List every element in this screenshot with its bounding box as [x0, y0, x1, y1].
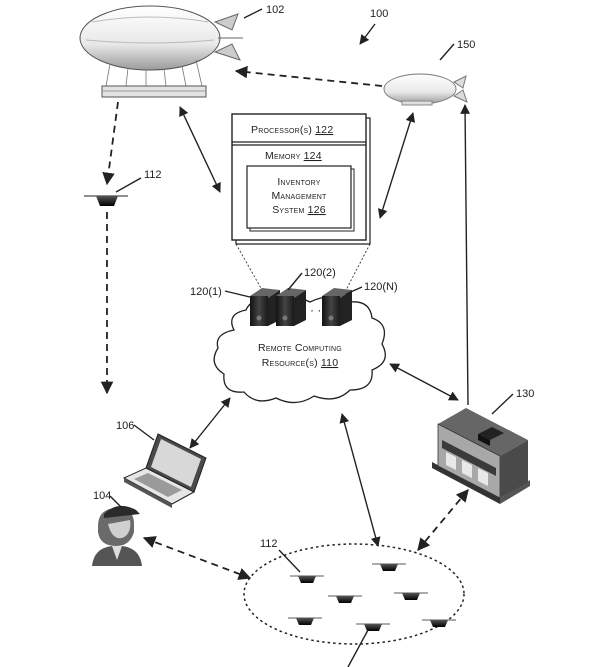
figure-ref-label: 100 — [370, 8, 388, 20]
ims-label-line3: System 126 — [272, 204, 326, 216]
airship-small-icon — [383, 73, 468, 106]
server-2-leader — [287, 272, 303, 291]
cloud-to-building-arrow — [389, 363, 459, 401]
server-icon-2 — [276, 288, 306, 326]
small-to-main-airship-arrow — [234, 65, 383, 87]
item-icon — [290, 575, 324, 583]
item-group-label: 112 — [260, 538, 278, 550]
item-icon — [328, 595, 362, 603]
server-2-label: 120(2) — [304, 267, 336, 279]
item-icon — [356, 623, 390, 631]
server-1-label: 120(1) — [190, 286, 222, 298]
ims-label-line2: Management — [271, 190, 327, 202]
laptop-label: 106 — [116, 420, 134, 432]
item-icon — [372, 563, 406, 571]
figure-ref-arrow — [359, 23, 376, 45]
airship-small-label: 150 — [457, 39, 475, 51]
laptop-icon — [122, 433, 207, 508]
cloud-label-line1: Remote Computing — [258, 342, 342, 354]
airship-small-to-system-arrow — [377, 112, 416, 219]
airship-main-leader — [243, 8, 263, 19]
processor-label: Processor(s) 122 — [251, 124, 333, 136]
server-n-label: 120(N) — [364, 281, 398, 293]
airship-main-label: 102 — [266, 4, 284, 16]
item-group-area — [243, 543, 465, 645]
server-icon-n — [322, 288, 352, 326]
building-label: 130 — [516, 388, 534, 400]
item-group-leader — [278, 549, 301, 573]
server-1-leader — [224, 290, 255, 299]
airship-main-icon — [79, 5, 243, 98]
item-icon — [288, 617, 322, 625]
memory-label: Memory 124 — [265, 150, 322, 162]
building-to-items-arrow — [417, 489, 469, 551]
item-single-leader — [115, 177, 142, 193]
cloud-label-line2: Resource(s) 110 — [262, 357, 339, 369]
ims-label-line1: Inventory — [277, 176, 320, 188]
building-icon — [432, 408, 530, 504]
server-icon-1 — [250, 288, 280, 326]
building-to-airship-arrow — [460, 104, 470, 406]
server-n-leader — [345, 286, 363, 295]
user-icon — [92, 505, 142, 566]
item-icon — [422, 619, 456, 627]
airship-to-item-arrow — [102, 101, 119, 186]
box-projection-lines — [235, 243, 371, 291]
item-single-label: 112 — [144, 169, 162, 181]
user-to-items-arrow — [142, 536, 252, 580]
item-group-icons — [288, 563, 456, 631]
user-leader — [109, 495, 123, 509]
laptop-to-cloud-arrow — [189, 397, 231, 449]
server-system-box — [231, 113, 371, 245]
item-group-bottom-leader — [347, 629, 369, 667]
airship-small-leader — [439, 43, 455, 61]
user-label: 104 — [93, 490, 111, 502]
airship-main-to-system-arrow — [179, 106, 221, 193]
item-icon — [394, 592, 428, 600]
laptop-leader — [133, 424, 155, 441]
item-single-icon — [84, 195, 128, 206]
building-leader — [491, 393, 514, 415]
cloud-to-items-arrow — [339, 413, 381, 547]
